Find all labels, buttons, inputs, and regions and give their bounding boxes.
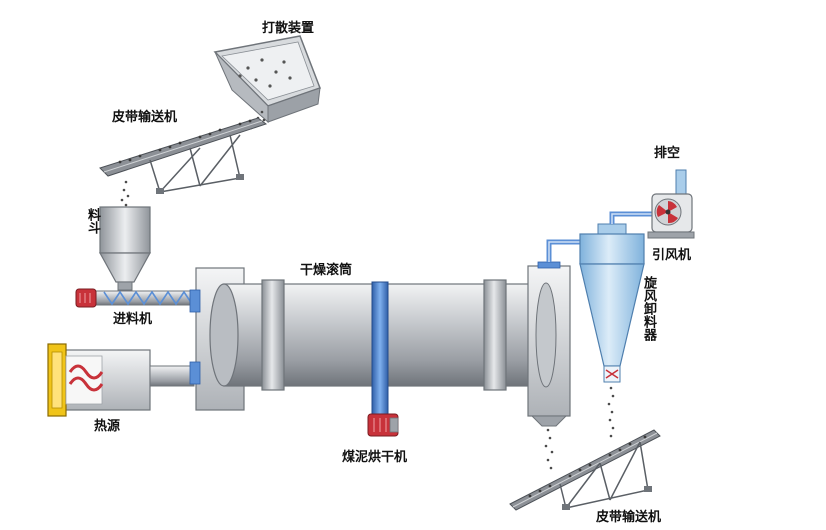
belt-conveyor-top bbox=[99, 117, 268, 194]
heat-source bbox=[47, 343, 195, 417]
drum-outlet-housing bbox=[527, 261, 571, 427]
label-hopper: 料斗 bbox=[84, 208, 100, 234]
screw-feeder bbox=[75, 288, 201, 308]
material-fall-2 bbox=[120, 180, 130, 207]
label-belt-conveyor-bottom: 皮带输送机 bbox=[596, 510, 662, 525]
material-fall-4 bbox=[607, 386, 615, 438]
material-fall-3 bbox=[544, 428, 554, 470]
scatter-device bbox=[213, 35, 321, 124]
label-fan: 引风机 bbox=[652, 248, 692, 263]
label-heat-source: 热源 bbox=[94, 419, 121, 434]
duct-to-fan bbox=[609, 211, 656, 224]
label-feeder: 进料机 bbox=[113, 312, 153, 327]
label-drum: 干燥滚筒 bbox=[300, 263, 353, 278]
induced-draft-fan bbox=[647, 169, 695, 239]
label-scatter-device: 打散装置 bbox=[262, 21, 315, 36]
cyclone-separator bbox=[579, 223, 645, 383]
drying-drum bbox=[209, 279, 547, 437]
duct-to-cyclone bbox=[546, 239, 582, 262]
label-cyclone: 旋风卸料器 bbox=[640, 276, 656, 341]
belt-conveyor-bottom bbox=[509, 429, 661, 511]
label-belt-conveyor-top: 皮带输送机 bbox=[112, 110, 178, 125]
hopper bbox=[98, 206, 152, 291]
label-dryer: 煤泥烘干机 bbox=[342, 450, 408, 465]
label-exhaust: 排空 bbox=[654, 146, 681, 161]
